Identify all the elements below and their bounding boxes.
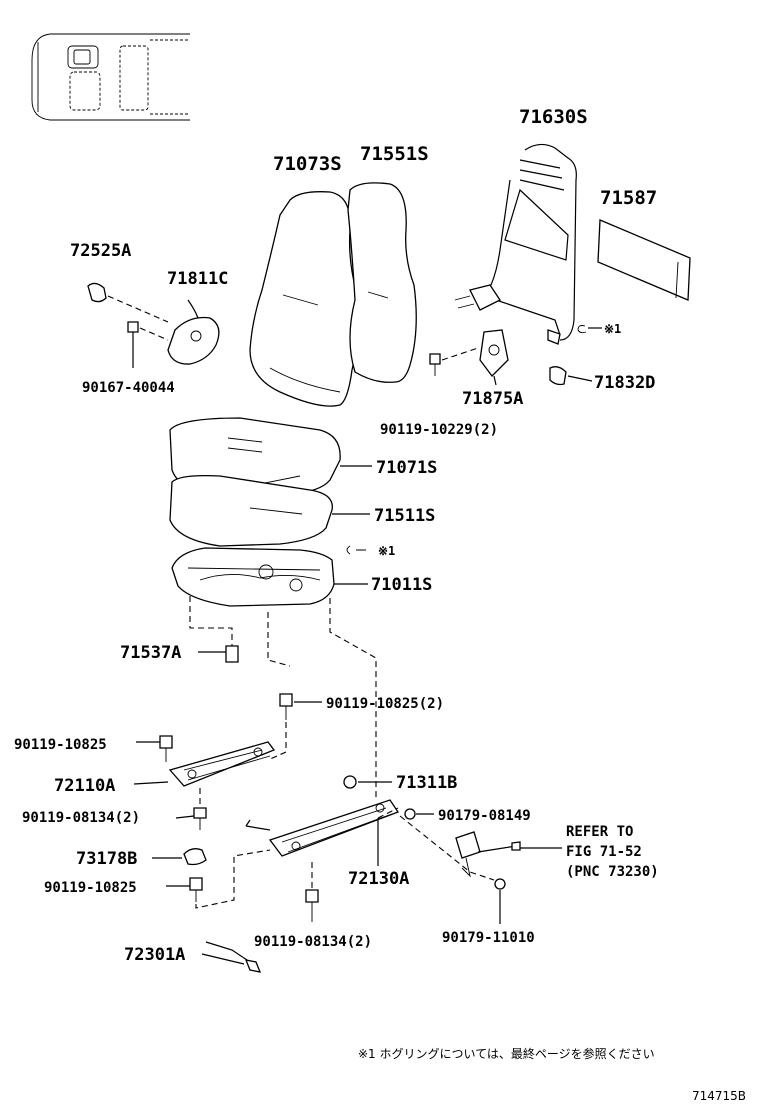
label-90119-08134-a: 90119-08134(2) bbox=[22, 810, 140, 826]
clip-72525A bbox=[87, 282, 169, 323]
guide-line-1 bbox=[189, 596, 233, 650]
label-mark1-cushion: ※1 bbox=[378, 544, 395, 558]
bolt-90119-10825-lower bbox=[166, 849, 271, 909]
label-71071S: 71071S bbox=[376, 458, 437, 478]
label-71587: 71587 bbox=[600, 187, 657, 209]
label-71073S: 71073S bbox=[273, 153, 342, 175]
footnote: ※1 ホグリングについては、最終ページを参照ください bbox=[358, 1046, 655, 1061]
label-90179-11010: 90179-11010 bbox=[442, 930, 535, 946]
label-72110A: 72110A bbox=[54, 776, 115, 796]
bolt-90119-10825-pair bbox=[267, 693, 322, 761]
bolt-90119-08134-left bbox=[175, 788, 207, 830]
nut-90179-08149 bbox=[404, 808, 434, 820]
label-90167-40044: 90167-40044 bbox=[82, 380, 175, 396]
seat-track-72110A bbox=[133, 741, 276, 787]
guide-line-3 bbox=[329, 598, 377, 800]
buckle-referenced-part bbox=[399, 815, 562, 881]
label-71832D: 71832D bbox=[594, 373, 655, 393]
label-90119-10229: 90119-10229(2) bbox=[380, 422, 498, 438]
label-71630S: 71630S bbox=[519, 106, 588, 128]
seat-track-72130A bbox=[245, 799, 399, 866]
seatback-cover-71073S bbox=[249, 191, 359, 407]
cap-71832D bbox=[547, 325, 602, 386]
label-72130A: 72130A bbox=[348, 869, 409, 889]
screw-90167-40044 bbox=[127, 321, 169, 368]
label-71311B: 71311B bbox=[396, 773, 457, 793]
cushion-pad-71511S bbox=[169, 474, 370, 547]
label-71551S: 71551S bbox=[360, 143, 429, 165]
label-71537A: 71537A bbox=[120, 643, 181, 663]
label-90119-10825-2: 90119-10825(2) bbox=[326, 696, 444, 712]
label-72301A: 72301A bbox=[124, 945, 185, 965]
cover-71811C bbox=[167, 299, 220, 365]
cushion-frame-71011S bbox=[171, 545, 368, 607]
label-90179-08149: 90179-08149 bbox=[438, 808, 531, 824]
figure-id: 714715B bbox=[692, 1089, 746, 1103]
seatback-pad-71551S bbox=[347, 182, 417, 383]
refer-line-2: FIG 71-52 bbox=[566, 844, 642, 860]
nut-71311B bbox=[343, 775, 392, 789]
guide-line-2 bbox=[267, 612, 291, 667]
seatback-frame-71630S bbox=[454, 143, 577, 341]
label-73178B: 73178B bbox=[76, 849, 137, 869]
label-71875A: 71875A bbox=[462, 389, 523, 409]
nut-90179-11010 bbox=[494, 878, 506, 924]
label-mark1-frame: ※1 bbox=[604, 322, 621, 336]
label-71011S: 71011S bbox=[371, 575, 432, 595]
cap-71537A bbox=[198, 645, 239, 663]
recliner-71875A bbox=[479, 329, 509, 386]
refer-line-3: (PNC 73230) bbox=[566, 864, 659, 880]
vehicle-locator-icon bbox=[31, 33, 190, 121]
label-71811C: 71811C bbox=[167, 269, 228, 289]
label-90119-08134-b: 90119-08134(2) bbox=[254, 934, 372, 950]
cable-72301A bbox=[201, 941, 262, 973]
bolt-90119-10825-left bbox=[136, 735, 173, 762]
label-71511S: 71511S bbox=[374, 506, 435, 526]
refer-line-1: REFER TO bbox=[566, 824, 633, 840]
bolt-90119-10229 bbox=[429, 347, 479, 376]
label-90119-10825-a: 90119-10825 bbox=[14, 737, 107, 753]
label-90119-10825-b: 90119-10825 bbox=[44, 880, 137, 896]
bolt-90119-08134-lower bbox=[305, 862, 319, 922]
cover-73178B bbox=[152, 848, 207, 866]
label-72525A: 72525A bbox=[70, 241, 131, 261]
pad-71587 bbox=[597, 219, 691, 301]
